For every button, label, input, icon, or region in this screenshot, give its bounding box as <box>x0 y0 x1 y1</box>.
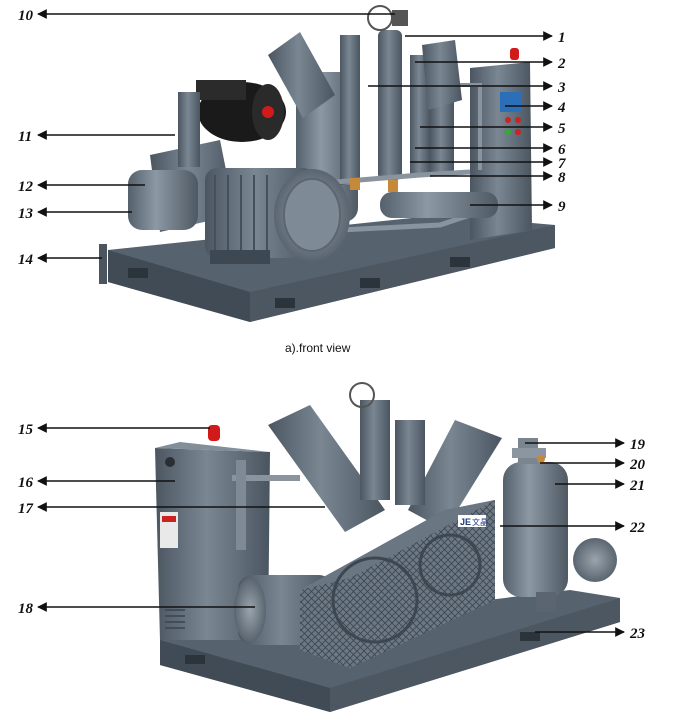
callout-1: 1 <box>558 30 566 46</box>
callout-18: 18 <box>18 601 34 617</box>
callout-6: 6 <box>558 142 566 158</box>
callout-22: 22 <box>629 520 646 536</box>
caption-front-view: a).front view <box>285 341 351 355</box>
callout-16: 16 <box>18 475 34 491</box>
callout-7: 7 <box>558 156 566 172</box>
callout-9: 9 <box>558 199 566 215</box>
cooler <box>380 192 498 218</box>
callout-12: 12 <box>18 179 34 195</box>
callout-19: 19 <box>630 437 646 453</box>
callout-23: 23 <box>629 626 646 642</box>
callout-20: 20 <box>629 457 646 473</box>
brand-plate-en: JE <box>460 517 471 527</box>
brand-plate-cn: 文晶 <box>472 517 488 527</box>
rear-view-machine: JE 文晶 <box>155 382 620 712</box>
callout-11: 11 <box>18 129 32 145</box>
roots-blower <box>128 170 198 230</box>
callout-8: 8 <box>558 170 566 186</box>
callout-4: 4 <box>557 100 566 116</box>
front-callout-numbers: 10 1 2 3 4 5 6 7 8 9 11 12 13 14 <box>18 8 566 268</box>
callout-21: 21 <box>629 478 645 494</box>
callout-15: 15 <box>18 422 34 438</box>
rear-leaders <box>37 423 625 637</box>
callout-14: 14 <box>18 252 34 268</box>
callout-13: 13 <box>18 206 34 222</box>
belt-guard <box>300 500 495 668</box>
callout-17: 17 <box>18 501 34 517</box>
front-leaders <box>37 9 553 263</box>
callout-5: 5 <box>558 121 566 137</box>
rear-separator-tank <box>503 462 568 597</box>
rear-warning-light <box>208 425 220 441</box>
callout-3: 3 <box>557 80 566 96</box>
rear-callout-numbers: 15 16 17 18 19 20 21 22 23 <box>18 422 646 642</box>
warning-light <box>510 48 519 60</box>
callout-2: 2 <box>557 56 566 72</box>
callout-10: 10 <box>18 8 34 24</box>
front-view-machine <box>99 5 555 322</box>
